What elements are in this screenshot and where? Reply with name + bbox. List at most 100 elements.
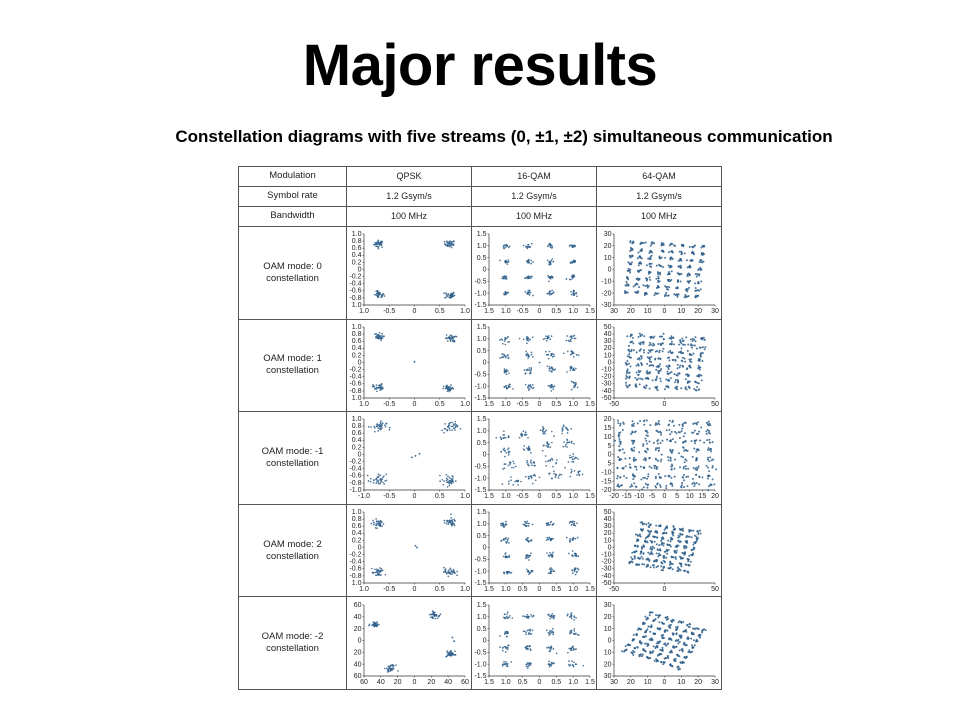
constellation-point xyxy=(665,556,668,559)
constellation-point xyxy=(527,437,529,440)
constellation-point xyxy=(644,386,647,389)
constellation-point xyxy=(643,385,646,388)
cell-bandwidth-16qam: 100 MHz xyxy=(471,205,597,227)
constellation-point xyxy=(532,386,535,389)
constellation-point xyxy=(702,260,705,263)
constellation-point xyxy=(507,246,510,249)
constellation-point xyxy=(375,518,377,520)
constellation-point xyxy=(688,287,691,290)
constellation-point xyxy=(693,422,696,425)
constellation-point xyxy=(686,259,689,262)
constellation-point xyxy=(677,431,680,434)
constellation-point xyxy=(649,265,652,268)
constellation-point xyxy=(524,383,527,386)
constellation-point xyxy=(641,653,644,656)
constellation-point xyxy=(500,540,502,543)
constellation-point xyxy=(520,434,522,436)
constellation-point xyxy=(700,259,703,262)
constellation-point xyxy=(502,355,505,358)
constellation-point xyxy=(448,477,451,479)
constellation-point xyxy=(507,483,510,486)
constellation-point xyxy=(629,335,632,338)
constellation-point xyxy=(527,525,530,527)
x-tick-label: 1.0 xyxy=(501,586,511,593)
constellation-point xyxy=(635,468,638,471)
constellation-point xyxy=(660,434,663,437)
constellation-point xyxy=(619,423,622,426)
constellation-point xyxy=(666,655,669,658)
constellation-point xyxy=(697,373,700,376)
constellation-point xyxy=(656,389,659,392)
x-tick-label: -15 xyxy=(622,493,632,500)
constellation-point xyxy=(574,367,577,370)
constellation-point xyxy=(551,459,554,462)
y-tick-label: 50 xyxy=(604,324,612,331)
constellation-point xyxy=(570,428,573,431)
constellation-point xyxy=(645,264,648,267)
constellation-point xyxy=(572,292,575,295)
constellation-point xyxy=(701,345,704,348)
x-tick-label: 1.0 xyxy=(568,679,578,686)
constellation-point xyxy=(634,551,637,554)
constellation-point xyxy=(701,245,704,248)
constellation-point xyxy=(503,447,505,450)
constellation-point xyxy=(620,458,623,461)
constellation-point xyxy=(512,484,514,487)
constellation-point xyxy=(647,371,650,374)
constellation-point xyxy=(672,632,675,635)
constellation-point xyxy=(634,376,637,379)
constellation-point xyxy=(512,387,514,390)
y-tick-label: -1.5 xyxy=(474,488,486,495)
constellation-point xyxy=(662,542,665,545)
constellation-point xyxy=(678,250,681,253)
constellation-point xyxy=(636,257,639,260)
constellation-point xyxy=(550,383,553,386)
constellation-point xyxy=(671,556,674,559)
constellation-point xyxy=(523,369,526,371)
constellation-point xyxy=(530,385,533,388)
constellation-point xyxy=(447,521,450,524)
constellation-point xyxy=(707,457,710,460)
constellation-point xyxy=(699,288,702,291)
constellation-point xyxy=(689,360,692,363)
constellation-point xyxy=(375,482,378,485)
constellation-point xyxy=(654,292,657,295)
constellation-point xyxy=(674,359,677,362)
constellation-point xyxy=(448,569,450,571)
constellation-point xyxy=(379,570,382,573)
y-tick-label: 1.0 xyxy=(352,416,362,423)
constellation-point xyxy=(523,445,526,448)
constellation-point xyxy=(679,264,682,267)
constellation-point xyxy=(642,284,645,287)
constellation-point xyxy=(669,483,672,486)
constellation-point xyxy=(451,520,454,523)
constellation-point xyxy=(646,644,649,647)
x-tick-label: 10 xyxy=(677,308,685,315)
constellation-point xyxy=(628,376,631,379)
y-tick-label: 1.0 xyxy=(477,521,487,528)
y-tick-label: 0.2 xyxy=(352,352,362,359)
constellation-point xyxy=(577,354,580,356)
constellation-point xyxy=(630,448,633,451)
constellation-point xyxy=(690,440,693,443)
constellation-point xyxy=(529,661,532,664)
constellation-point xyxy=(548,536,551,539)
constellation-point xyxy=(569,476,572,478)
constellation-point xyxy=(645,278,648,281)
x-tick-label: 0.5 xyxy=(551,679,561,686)
constellation-point xyxy=(676,388,679,391)
constellation-point xyxy=(506,387,509,389)
constellation-point xyxy=(504,369,506,372)
constellation-point xyxy=(668,337,671,340)
row-label-line: OAM mode: 0 xyxy=(263,260,322,272)
constellation-point xyxy=(547,384,550,387)
x-tick-label: 50 xyxy=(711,586,719,593)
constellation-point xyxy=(549,617,551,620)
constellation-point xyxy=(452,240,455,243)
constellation-point xyxy=(647,551,650,554)
constellation-point xyxy=(633,450,636,453)
x-tick-label: 0.5 xyxy=(435,401,445,408)
constellation-point xyxy=(531,336,534,338)
